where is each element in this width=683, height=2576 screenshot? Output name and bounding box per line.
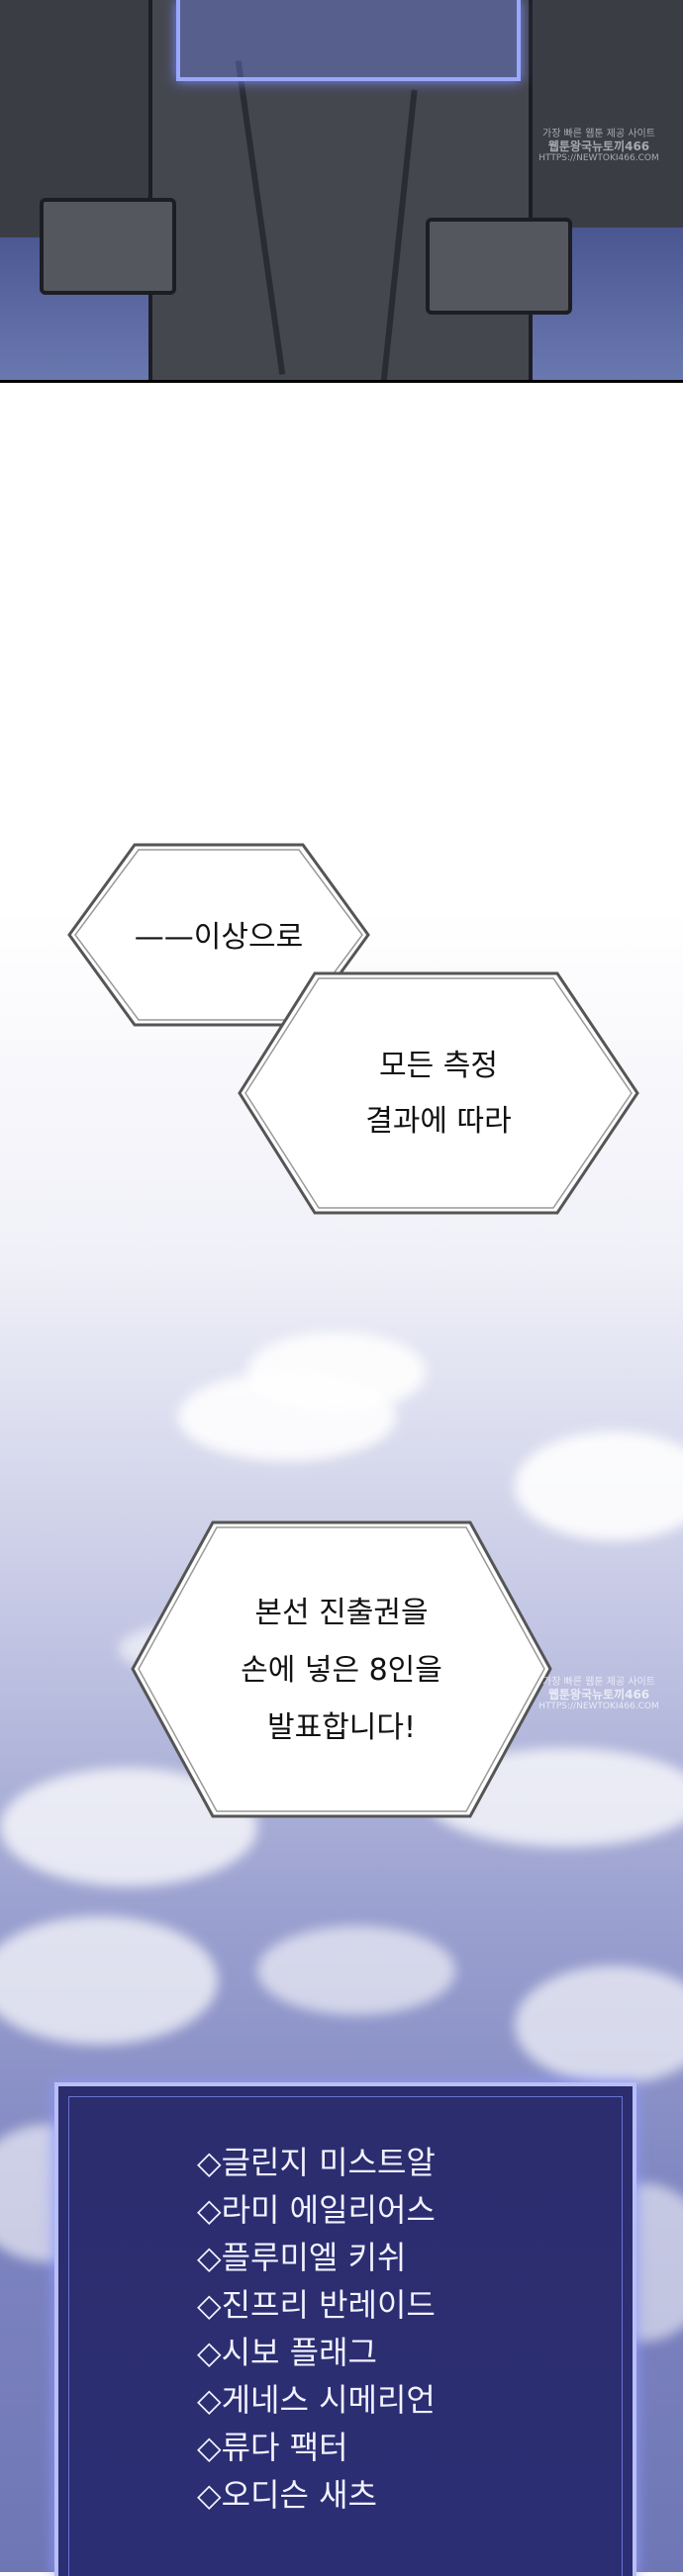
watermark-line: 가장 빠른 웹툰 제공 사이트 [542,129,655,139]
bubble-outline [131,1520,552,1818]
watermark-line: 웹툰왕국뉴토끼466 [547,139,650,153]
character-cuff-left [40,198,176,295]
bubble-text-line: 발표합니다! [266,1710,417,1745]
bubble-text-line: 본선 진출권을 [254,1596,429,1630]
speech-bubble: 본선 진출권을 손에 넣은 8인을 발표합니다! [129,1518,554,1820]
watermark-line: HTTPS://NEWTOKI466.COM [538,153,659,163]
finalist-item: ◇류다 팩터 [197,2429,348,2466]
finalist-item: ◇진프리 반레이드 [197,2286,436,2324]
finalist-item: ◇라미 에일리어스 [197,2191,436,2229]
bubble-text-line: 손에 넣은 8인을 [241,1653,442,1688]
watermark: 가장 빠른 웹툰 제공 사이트 웹툰왕국뉴토끼466 HTTPS://NEWTO… [515,1677,683,1712]
top-comic-panel: 가장 빠른 웹툰 제공 사이트 웹툰왕국뉴토끼466 HTTPS://NEWTO… [0,0,683,383]
watermark-line: 가장 빠른 웹툰 제공 사이트 [542,1677,655,1688]
character-shirt [148,0,533,380]
cloud [515,1966,683,2084]
finalist-item: ◇플루미엘 키쉬 [197,2239,407,2276]
character-cuff-right [426,218,572,315]
finalist-item: ◇시보 플래그 [197,2334,377,2371]
watermark: 가장 빠른 웹툰 제공 사이트 웹툰왕국뉴토끼466 HTTPS://NEWTO… [515,129,683,164]
finalist-item: ◇게네스 시메리언 [197,2381,436,2419]
finalist-item: ◇오디슨 새츠 [197,2476,377,2514]
cloud [247,1333,426,1412]
hologram-screen [176,0,521,81]
cloud [257,1926,455,2015]
bubble-text-line: 결과에 따라 [365,1104,512,1139]
speech-bubble: ——이상으로 [65,841,372,1029]
bubble-outline [238,971,639,1215]
watermark-line: HTTPS://NEWTOKI466.COM [538,1702,659,1711]
cloud [515,1431,683,1540]
finalist-list-window: ◇글린지 미스트알 ◇라미 에일리어스 ◇플루미엘 키쉬 ◇진프리 반레이드 ◇… [54,2082,636,2576]
finalist-item: ◇글린지 미스트알 [197,2144,436,2181]
watermark-line: 웹툰왕국뉴토끼466 [547,1688,650,1702]
finalist-list-inner-frame [68,2096,623,2576]
speech-bubble: 모든 측정 결과에 따라 [236,969,641,1217]
bubble-text-line: 모든 측정 [379,1049,498,1083]
cloud [0,1916,218,2045]
bubble-text: ——이상으로 [134,920,304,955]
